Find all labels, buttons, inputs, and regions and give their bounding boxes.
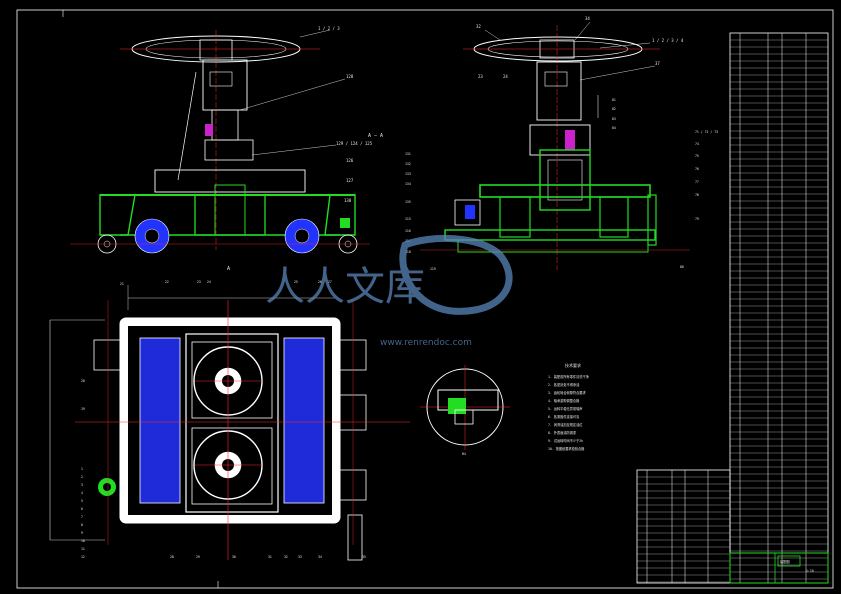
callout: 34 bbox=[318, 555, 322, 559]
callout: 75 bbox=[695, 154, 699, 158]
callout: 26 bbox=[318, 280, 322, 284]
callout: 25 bbox=[294, 280, 298, 284]
bom-lower-table bbox=[636, 469, 731, 584]
callout: 127 bbox=[346, 178, 354, 183]
callout: 21 bbox=[120, 282, 124, 286]
callout: 118 bbox=[405, 250, 411, 254]
front-elevation-view bbox=[70, 30, 370, 254]
callout: 128 bbox=[346, 74, 354, 79]
callout: 8 bbox=[81, 523, 83, 527]
callout: 115 bbox=[405, 217, 411, 221]
callout: 6 bbox=[81, 507, 83, 511]
side-section-view bbox=[420, 25, 690, 270]
callout: 135 bbox=[405, 200, 411, 204]
callout: 131 bbox=[405, 152, 411, 156]
watermark-brand: 人人文库 bbox=[265, 264, 425, 310]
callout: 32 bbox=[284, 555, 288, 559]
notes-title: 技术要求 bbox=[565, 362, 581, 368]
callout: 19 bbox=[81, 407, 85, 411]
note-line: 7. 润滑油加至规定油位 bbox=[548, 422, 583, 427]
callout: 2 bbox=[81, 475, 83, 479]
note-line: 5. 运转平稳无异常噪声 bbox=[548, 406, 582, 411]
drawing-scale: 1:10 bbox=[806, 569, 814, 573]
section-callouts-right: 81 82 83 84 71 / 72 / 73 74 75 76 77 78 … bbox=[612, 98, 718, 269]
callout: 20 bbox=[81, 379, 85, 383]
section-callouts-left: 131 132 133 134 135 115 116 117 118 119 bbox=[405, 152, 436, 271]
callout: 24 bbox=[207, 280, 211, 284]
title-block: 装配图 1:10 bbox=[729, 552, 829, 584]
plan-view bbox=[49, 285, 410, 561]
callout: 81 bbox=[612, 98, 616, 102]
callout: 82 bbox=[612, 107, 616, 111]
callout: 116 bbox=[405, 229, 411, 233]
callout: 22 bbox=[165, 280, 169, 284]
callout: 3 bbox=[81, 483, 83, 487]
callout: 1 / 2 / 3 / 4 bbox=[652, 38, 684, 43]
callout: 11 bbox=[81, 547, 85, 551]
note-line: 8. 外表面涂防锈漆 bbox=[548, 430, 577, 435]
note-line: 3. 齿轮啮合侧隙符合要求 bbox=[548, 390, 586, 395]
note-line: 10. 按图纸要求检验合格 bbox=[548, 446, 585, 451]
detail-view-b4: B4 bbox=[420, 365, 510, 456]
callout: 119 bbox=[430, 267, 436, 271]
plan-view-callouts: 1 2 3 4 5 6 7 8 9 10 11 12 19 20 21 22 2… bbox=[81, 280, 366, 559]
callout: 79 bbox=[695, 217, 699, 221]
callout: 133 bbox=[405, 172, 411, 176]
callout: 130 bbox=[344, 198, 352, 203]
note-line: 2. 各密封处不得渗油 bbox=[548, 382, 579, 387]
callout: 37 bbox=[655, 61, 660, 66]
front-elevation-callouts: 1 / 2 / 3 128 129 / 124 / 125 126 127 13… bbox=[227, 26, 383, 272]
parts-list-table bbox=[729, 32, 829, 584]
callout: 9 bbox=[81, 531, 83, 535]
callout: 35 bbox=[362, 555, 366, 559]
callout: 23 bbox=[478, 74, 483, 79]
callout: 76 bbox=[695, 167, 699, 171]
sheet-border bbox=[16, 9, 834, 589]
callout: 1 / 2 / 3 bbox=[318, 26, 340, 31]
callout: 28 bbox=[170, 555, 174, 559]
callout: 7 bbox=[81, 515, 83, 519]
callout: 4 bbox=[81, 491, 83, 495]
callout: 80 bbox=[680, 265, 684, 269]
callout: 78 bbox=[695, 193, 699, 197]
note-line: 9. 试运转时间不少于2h bbox=[548, 438, 583, 443]
watermark-logo: 人人文库 www.renrendoc.com bbox=[265, 235, 513, 348]
callout: 29 bbox=[196, 555, 200, 559]
callout: 33 bbox=[298, 555, 302, 559]
callout: 74 bbox=[695, 142, 699, 146]
view-label-a: A bbox=[227, 266, 230, 272]
callout: 5 bbox=[81, 499, 83, 503]
callout: 71 / 72 / 73 bbox=[695, 130, 718, 134]
callout: 77 bbox=[695, 180, 699, 184]
drawing-name: 装配图 bbox=[780, 559, 790, 564]
callout: 31 bbox=[268, 555, 272, 559]
callout: 83 bbox=[612, 117, 616, 121]
side-section-callouts: 32 34 1 / 2 / 3 / 4 37 23 24 bbox=[476, 16, 684, 81]
callout: 30 bbox=[232, 555, 236, 559]
callout: 27 bbox=[328, 280, 332, 284]
callout: 24 bbox=[503, 74, 508, 79]
note-line: 6. 各紧固件连接可靠 bbox=[548, 414, 580, 419]
callout: 12 bbox=[81, 555, 85, 559]
note-line: 1. 装配前所有零件清洗干净 bbox=[548, 374, 590, 379]
callout: 34 bbox=[585, 16, 590, 21]
note-line: 4. 轴承游隙调整合格 bbox=[548, 398, 580, 403]
callout: 126 bbox=[346, 158, 354, 163]
callout: 84 bbox=[612, 126, 616, 130]
callout: 134 bbox=[405, 182, 411, 186]
callout: 23 bbox=[197, 280, 201, 284]
callout: 10 bbox=[81, 539, 85, 543]
callout: 129 / 124 / 125 bbox=[336, 141, 373, 146]
callout: 1 bbox=[81, 467, 83, 471]
detail-label: B4 bbox=[462, 452, 466, 456]
technical-requirements: 技术要求 1. 装配前所有零件清洗干净 2. 各密封处不得渗油 3. 齿轮啮合侧… bbox=[548, 362, 590, 451]
section-label-a-a: A — A bbox=[368, 133, 383, 139]
watermark-url: www.renrendoc.com bbox=[380, 338, 472, 348]
callout: 132 bbox=[405, 162, 411, 166]
callout: 32 bbox=[476, 24, 481, 29]
